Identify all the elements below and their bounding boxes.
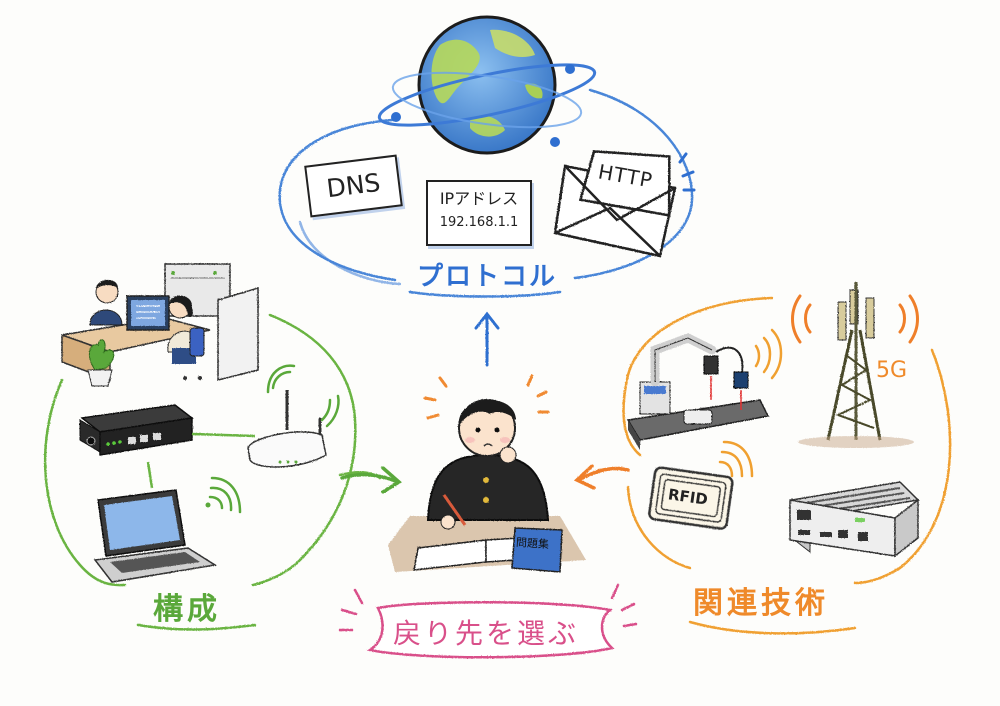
workbook-label: 問題集 [515,535,550,552]
cell-tower-icon [798,282,914,448]
fiveg-label: 5G [876,358,908,383]
ip-address-card: IPアドレス 192.168.1.1 [426,180,532,246]
wifi-waves [205,364,340,514]
config-title[interactable]: 構成 [153,592,221,627]
related-section[interactable] [620,280,965,640]
choose-title[interactable]: 戻り先を選ぶ [393,617,580,650]
wifi-access-point-icon [247,390,327,468]
laptop-icon [93,489,218,583]
related-title[interactable]: 関連技術 [693,586,829,621]
office-icon [61,263,259,387]
globe-icon [377,15,597,155]
rfid-waves [718,440,754,478]
robot-wifi-waves [754,328,783,380]
related-loop [622,296,952,635]
ip-title: IPアドレス [439,189,519,208]
router-icon [79,404,256,489]
student-icon [388,374,586,573]
protocol-title[interactable]: プロトコル [417,262,558,292]
mini-pc-icon [789,481,920,558]
rfid-tag-icon [648,466,734,530]
arrow-from-config [340,466,402,494]
tower-signal-waves [791,294,919,344]
ip-value: 192.168.1.1 [439,215,519,230]
choose-banner [338,583,638,659]
arrow-from-related [573,464,630,490]
config-section[interactable] [35,260,360,635]
robot-arm-icon [626,333,770,450]
protocol-section[interactable] [280,15,700,300]
envelope-icon [553,150,677,258]
sparkle-lines [678,152,696,192]
arrow-to-protocol [474,311,500,367]
protocol-loop [278,88,694,298]
